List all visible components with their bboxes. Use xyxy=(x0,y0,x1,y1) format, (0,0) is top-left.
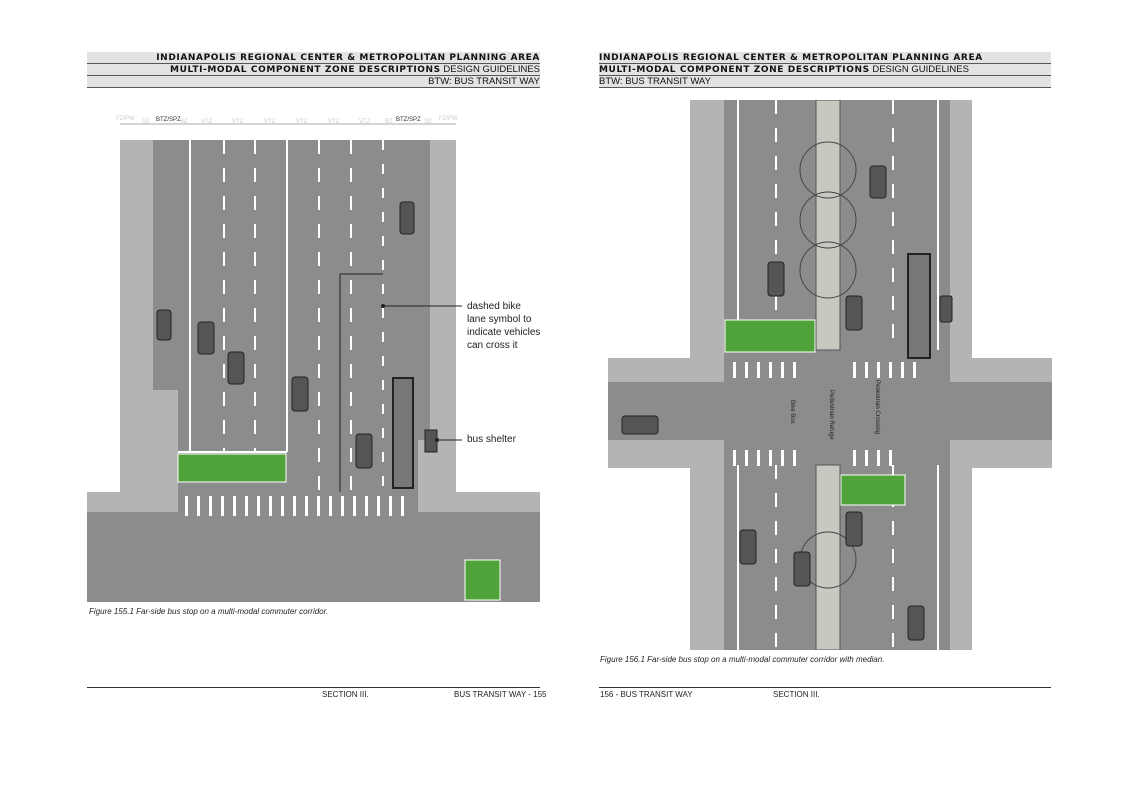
header-section: BTW: BUS TRANSIT WAY xyxy=(428,76,540,87)
header-subtitle-light: DESIGN GUIDELINES xyxy=(872,64,969,75)
zone-label: BTZ/SPZ xyxy=(156,117,181,123)
zone-label: BZ xyxy=(180,119,188,125)
zone-label: VTZ xyxy=(296,119,308,125)
zone-label: BTZ/SPZ xyxy=(396,117,421,123)
left-header-title: INDIANAPOLIS REGIONAL CENTER & METROPOLI… xyxy=(87,52,540,64)
header-subtitle-light: DESIGN GUIDELINES xyxy=(443,64,540,75)
pedestrian-refuge-label: Pedestrian Refuge xyxy=(828,390,834,440)
zone-label-fz-pw-left: FZ/PW xyxy=(116,116,135,122)
zone-label: VTZ xyxy=(328,119,340,125)
left-figure-caption: Figure 155.1 Far-side bus stop on a mult… xyxy=(89,607,329,616)
header-subtitle-bold: MULTI-MODAL COMPONENT ZONE DESCRIPTIONS xyxy=(599,65,870,75)
bike-lane-callout: dashed bike lane symbol to indicate vehi… xyxy=(467,301,541,351)
left-footer-section: SECTION III. xyxy=(322,690,369,699)
median-bus-stop-plan xyxy=(608,100,1052,650)
right-footer-page: 156 - BUS TRANSIT WAY xyxy=(600,690,693,699)
right-header-section: BTW: BUS TRANSIT WAY xyxy=(599,76,1051,88)
zone-label: SZ xyxy=(142,119,150,125)
zone-label: VTZ xyxy=(201,119,213,125)
far-side-bus-stop-plan: FZ/PW SZ BTZ/SPZ BZ VTZ VTZ VTZ VTZ VTZ … xyxy=(87,116,540,602)
bike-box-label: Bike Box xyxy=(789,400,795,424)
left-header-section: BTW: BUS TRANSIT WAY xyxy=(87,76,540,88)
right-footer-section: SECTION III. xyxy=(773,690,820,699)
left-header-subtitle: MULTI-MODAL COMPONENT ZONE DESCRIPTIONS … xyxy=(87,64,540,76)
zone-label: VTZ xyxy=(264,119,276,125)
zone-label: VTZ xyxy=(232,119,244,125)
header-section: BTW: BUS TRANSIT WAY xyxy=(599,76,711,87)
zone-label: BZ xyxy=(385,119,393,125)
zone-label: SZ xyxy=(424,119,432,125)
bus-shelter-callout: bus shelter xyxy=(467,434,516,445)
zone-label-fz-pw-right: FZ/PW xyxy=(439,116,458,122)
right-header-subtitle: MULTI-MODAL COMPONENT ZONE DESCRIPTIONS … xyxy=(599,64,1051,76)
right-footer-rule xyxy=(599,687,1051,688)
header-title: INDIANAPOLIS REGIONAL CENTER & METROPOLI… xyxy=(156,53,540,63)
header-title: INDIANAPOLIS REGIONAL CENTER & METROPOLI… xyxy=(599,53,983,63)
right-figure-caption: Figure 156.1 Far-side bus stop on a mult… xyxy=(600,655,885,664)
pedestrian-crossing-label: Pedestrian Crossing xyxy=(874,380,880,435)
left-footer-page: BUS TRANSIT WAY - 155 xyxy=(454,690,547,699)
zone-label: VTZ xyxy=(359,119,371,125)
header-subtitle-bold: MULTI-MODAL COMPONENT ZONE DESCRIPTIONS xyxy=(170,65,441,75)
right-header-title: INDIANAPOLIS REGIONAL CENTER & METROPOLI… xyxy=(599,52,1051,64)
left-footer-rule xyxy=(87,687,540,688)
